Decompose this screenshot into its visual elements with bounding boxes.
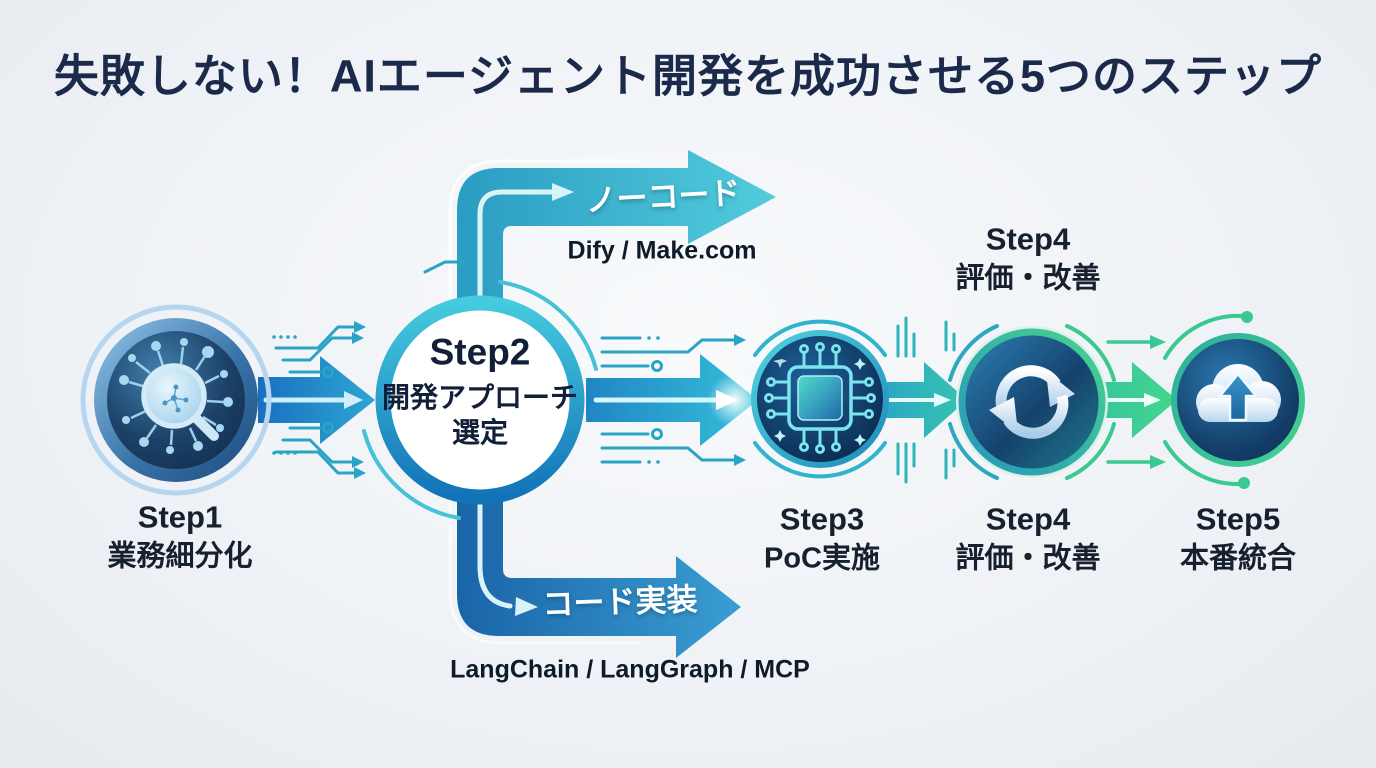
sync-icon (989, 365, 1075, 439)
arrow-step1-step2 (258, 356, 375, 444)
step5-outer-arcs (1163, 311, 1253, 489)
arrow-step3-step4 (884, 362, 967, 438)
arrow-step4-step5 (1098, 362, 1177, 438)
code-arrow-label: コード実装 (541, 581, 699, 623)
code-tools-label: LangChain / LangGraph / MCP (450, 655, 810, 684)
step5-name: Step5 (1195, 501, 1281, 537)
step1-label: 業務細分化 (107, 540, 253, 573)
page-title: 失敗しない！AIエージェント開発を成功させる5つのステップ (53, 50, 1323, 102)
step4-label-bottom: 評価・改善 (955, 542, 1101, 575)
step3-label: PoC実施 (763, 542, 881, 575)
signal-bars-decoration (896, 316, 956, 484)
step3-outer-arcs (753, 319, 887, 479)
circuit-decoration-right (600, 334, 746, 466)
step4-label-top: 評価・改善 (955, 262, 1101, 295)
mini-arrows-decoration (1106, 335, 1166, 469)
step4-node-circle (956, 326, 1108, 478)
step5-label: 本番統合 (1179, 542, 1297, 575)
magnifier-network-icon (119, 338, 233, 454)
step4-name-bottom: Step4 (985, 501, 1071, 537)
nocode-arrow-label: ノーコード (584, 175, 742, 219)
circuit-decoration-left (272, 256, 470, 479)
branch-up-arrow (448, 150, 776, 320)
step4-name-top: Step4 (985, 221, 1071, 257)
step2-outer-arcs (362, 280, 598, 520)
step4-outer-arcs (948, 324, 1116, 480)
cloud-upload-icon (1196, 364, 1281, 422)
step2-label-line2: 選定 (451, 417, 509, 448)
step2-node-circle (375, 295, 585, 505)
step3-name: Step3 (779, 501, 865, 537)
step2-name: Step2 (429, 331, 531, 373)
branch-down-arrow (448, 480, 741, 658)
step2-label-line1: 開発アプローチ (381, 382, 579, 413)
nocode-tools-label: Dify / Make.com (567, 236, 757, 265)
step1-name: Step1 (137, 499, 223, 535)
arrow-step2-step3 (586, 354, 762, 446)
chip-icon (764, 342, 876, 454)
